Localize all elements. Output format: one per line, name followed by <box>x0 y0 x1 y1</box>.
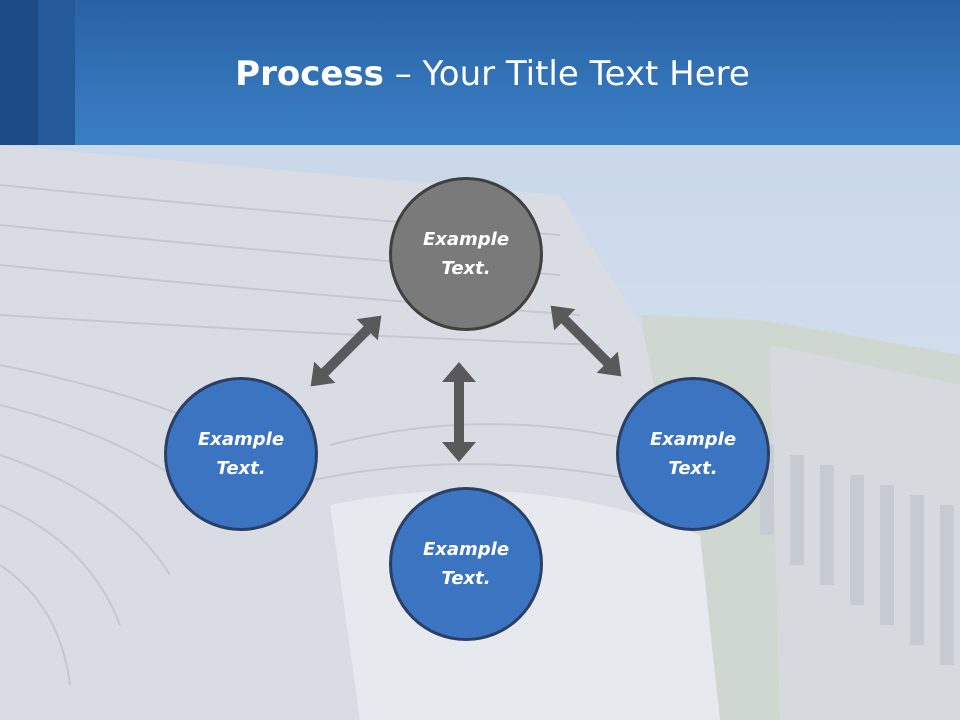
title-bar-accent-dark <box>0 0 38 145</box>
title-bold-part: Process <box>235 54 384 94</box>
title-bar-accent-mid <box>38 0 75 145</box>
arrow-top-left <box>310 315 382 387</box>
slide-title[interactable]: Process – Your Title Text Here <box>0 52 960 96</box>
title-dash: – <box>383 54 423 94</box>
title-rest: Your Title Text Here <box>422 54 750 94</box>
arrow-vertical <box>442 362 476 462</box>
title-bar: Process – Your Title Text Here <box>0 0 960 145</box>
arrow-top-right <box>550 305 622 377</box>
